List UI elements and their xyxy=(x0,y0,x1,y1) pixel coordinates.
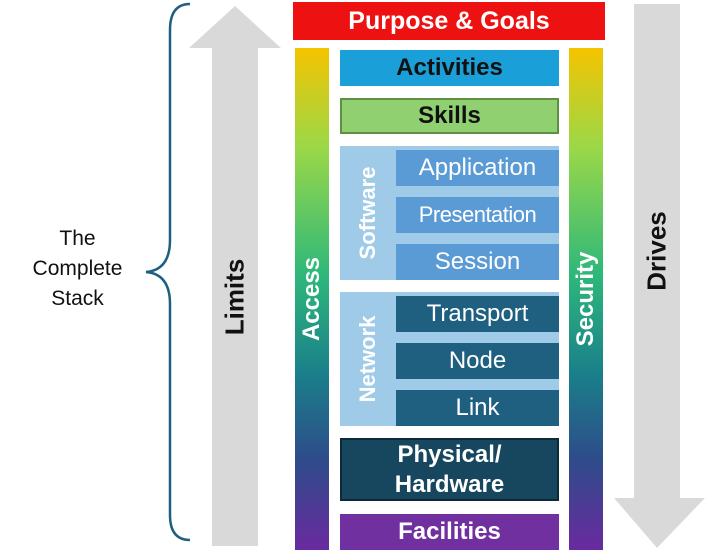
drives-label-wrap: Drives xyxy=(634,4,680,498)
presentation-label: Presentation xyxy=(418,202,537,227)
skills-label: Skills xyxy=(418,102,481,129)
security-bar: Security xyxy=(569,48,603,550)
application-label: Application xyxy=(418,154,537,181)
limits-label-wrap: Limits xyxy=(212,48,258,546)
transport-layer: Transport xyxy=(396,296,559,332)
node-layer: Node xyxy=(396,343,559,379)
session-label: Session xyxy=(434,248,521,275)
purpose-goals-label: Purpose & Goals xyxy=(348,6,550,35)
session-layer: Session xyxy=(396,244,559,280)
complete-stack-line-3: Stack xyxy=(51,287,104,310)
physical-label-line-2: Hardware xyxy=(394,470,505,498)
skills-layer: Skills xyxy=(340,98,559,134)
network-label: Network xyxy=(355,315,380,403)
link-label: Link xyxy=(455,394,500,421)
software-label: Software xyxy=(355,166,380,260)
application-layer: Application xyxy=(396,150,559,186)
network-group: Network Transport Node Link xyxy=(340,292,559,426)
software-label-wrap: Software xyxy=(340,146,396,280)
access-bar: Access xyxy=(295,48,329,550)
node-label: Node xyxy=(448,347,507,374)
access-label: Access xyxy=(298,256,325,342)
complete-stack-label: The Complete Stack xyxy=(10,224,145,314)
transport-label: Transport xyxy=(426,300,529,327)
complete-stack-line-2: Complete xyxy=(32,257,123,280)
limits-arrow xyxy=(189,6,281,546)
purpose-goals-layer: Purpose & Goals xyxy=(293,2,605,40)
activities-label: Activities xyxy=(396,54,503,81)
network-label-wrap: Network xyxy=(340,292,396,426)
link-layer: Link xyxy=(396,390,559,426)
facilities-label: Facilities xyxy=(398,518,501,545)
limits-label: Limits xyxy=(219,258,250,336)
physical-label-line-1: Physical/ xyxy=(397,440,502,468)
physical-hardware-layer: Physical/ Hardware xyxy=(340,438,559,501)
drives-label: Drives xyxy=(641,211,672,291)
brace-icon xyxy=(145,2,191,542)
software-group: Software Application Presentation Sessio… xyxy=(340,146,559,280)
drives-arrow xyxy=(614,4,705,548)
presentation-layer: Presentation xyxy=(396,197,559,233)
activities-layer: Activities xyxy=(340,50,559,86)
facilities-layer: Facilities xyxy=(340,514,559,550)
security-label: Security xyxy=(572,251,599,347)
complete-stack-line-1: The xyxy=(59,227,96,250)
